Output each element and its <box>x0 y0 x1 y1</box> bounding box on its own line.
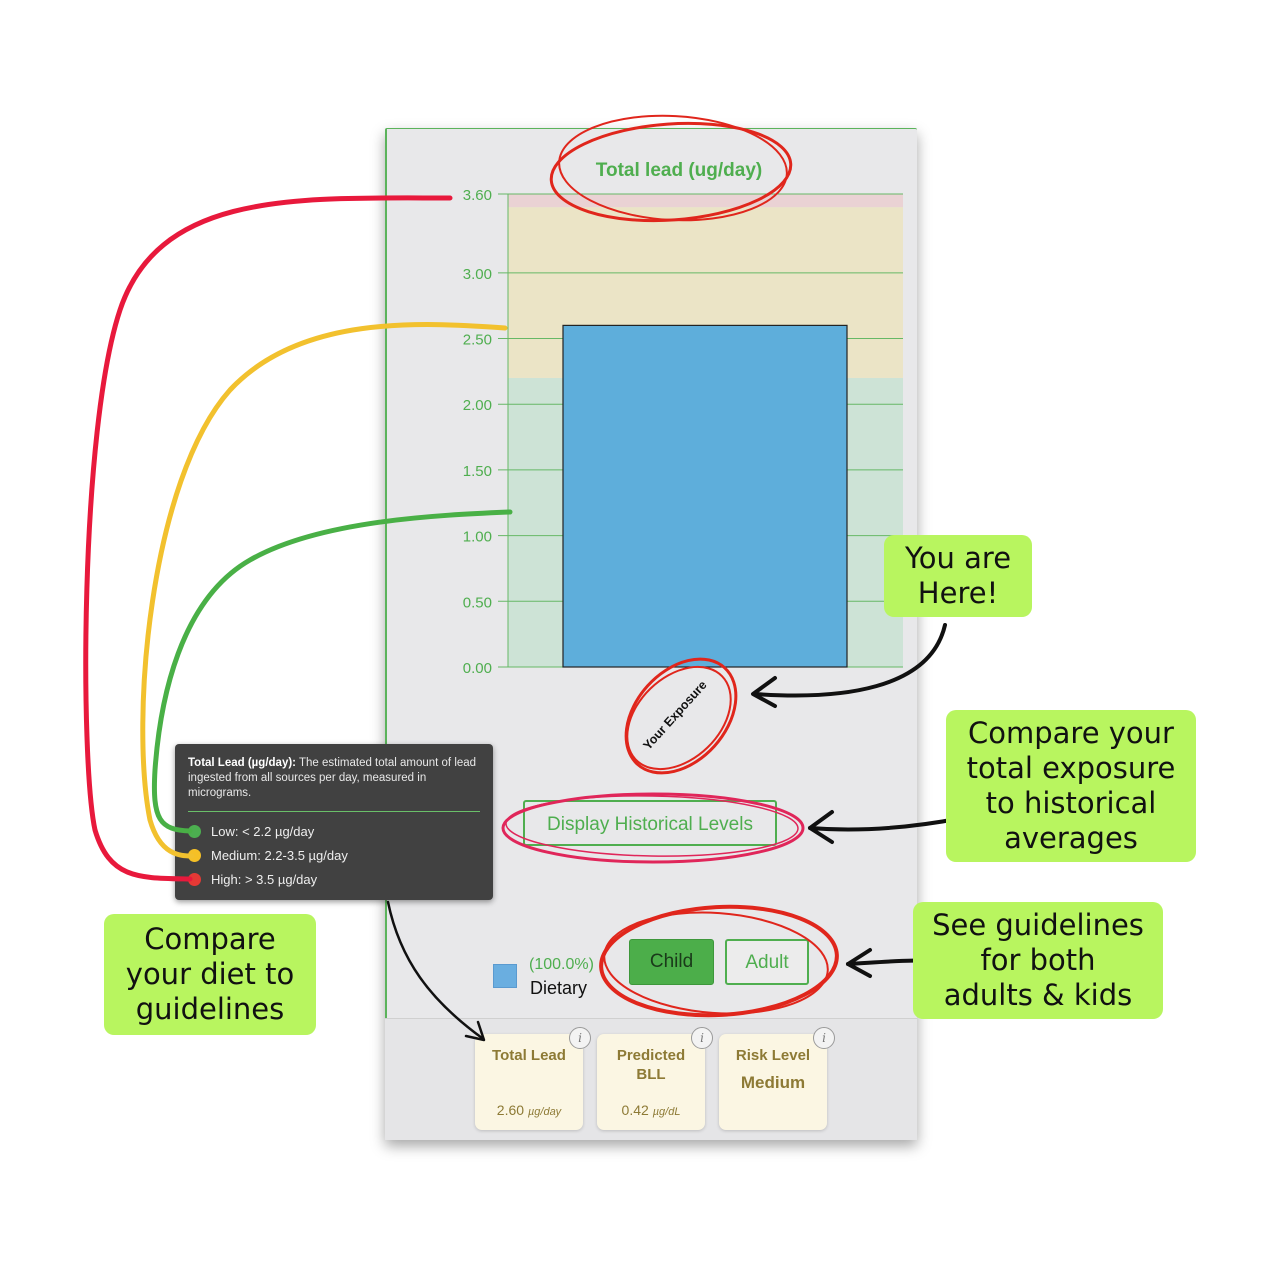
callout-you-are-here: You are Here! <box>884 535 1032 617</box>
y-tick-label: 3.60 <box>463 187 492 204</box>
tooltip-high-row: High: > 3.5 µg/day <box>188 872 317 887</box>
tooltip-low-text: Low: < 2.2 µg/day <box>211 824 315 839</box>
stat-card-risk-level[interactable]: Risk Level Medium i <box>719 1027 835 1130</box>
band-high <box>508 194 903 208</box>
tooltip-low-row: Low: < 2.2 µg/day <box>188 824 314 839</box>
child-toggle-button[interactable]: Child <box>629 939 714 985</box>
callout-line: Compare <box>144 922 276 956</box>
callout-line: averages <box>1004 821 1138 855</box>
callout-line: your diet to <box>125 957 295 991</box>
callout-see-guidelines: See guidelines for both adults & kids <box>913 902 1163 1019</box>
tooltip-description: Total Lead (µg/day): The estimated total… <box>188 756 478 801</box>
tooltip-divider <box>188 811 480 812</box>
callout-line: to historical <box>985 786 1157 820</box>
callout-line: See guidelines <box>932 908 1144 942</box>
stat-title-risk-level: Risk Level <box>735 1047 811 1064</box>
stat-value-predicted-bll: 0.42 µg/dL <box>597 1102 705 1118</box>
bll-number: 0.42 <box>621 1102 649 1118</box>
bar-your-exposure <box>562 324 848 668</box>
legend-swatch-dietary <box>493 964 517 988</box>
total-lead-number: 2.60 <box>496 1102 525 1118</box>
legend-label-dietary: Dietary <box>530 978 588 998</box>
bll-label: BLL <box>636 1066 666 1083</box>
predicted-label: Predicted <box>616 1047 686 1064</box>
stat-card-predicted-bll[interactable]: Predicted BLL 0.42 µg/dL i <box>597 1027 713 1130</box>
stat-title-predicted-bll: Predicted BLL <box>597 1046 705 1084</box>
red-dot-icon <box>188 873 201 886</box>
tooltip-term: Total Lead (µg/day): <box>188 757 296 769</box>
green-dot-icon <box>188 825 201 838</box>
callout-line: You are <box>904 541 1012 575</box>
yellow-dot-icon <box>188 849 201 862</box>
tooltip-medium-row: Medium: 2.2-3.5 µg/day <box>188 848 348 863</box>
y-tick-label: 0.00 <box>463 660 492 677</box>
stat-value-total-lead: 2.60 µg/day <box>475 1102 583 1118</box>
callout-line: total exposure <box>966 751 1176 785</box>
info-icon[interactable]: i <box>569 1027 591 1049</box>
y-tick-label: 2.50 <box>463 332 492 349</box>
total-lead-tooltip: Total Lead (µg/day): The estimated total… <box>175 744 493 900</box>
total-lead-unit: µg/day <box>527 1106 562 1118</box>
y-tick-label: 2.00 <box>463 397 492 414</box>
stat-title-total-lead: Total Lead <box>492 1047 566 1064</box>
callout-line: for both <box>980 943 1096 977</box>
callout-line: Here! <box>917 576 999 610</box>
tooltip-medium-text: Medium: 2.2-3.5 µg/day <box>211 848 348 863</box>
tooltip-high-text: High: > 3.5 µg/day <box>211 872 318 887</box>
adult-toggle-button[interactable]: Adult <box>725 939 809 985</box>
stat-value-risk-level: Medium <box>740 1073 806 1092</box>
info-icon[interactable]: i <box>813 1027 835 1049</box>
y-tick-label: 0.50 <box>463 594 492 611</box>
bll-unit: µg/dL <box>652 1106 681 1118</box>
callout-compare-historical: Compare your total exposure to historica… <box>946 710 1196 862</box>
callout-line: adults & kids <box>943 978 1133 1012</box>
callout-compare-diet: Compare your diet to guidelines <box>104 914 316 1035</box>
stat-card-total-lead[interactable]: Total Lead 2.60 µg/day i <box>475 1027 591 1130</box>
callout-line: Compare your <box>968 716 1174 750</box>
callout-line: guidelines <box>135 992 285 1026</box>
y-tick-label: 1.50 <box>463 463 492 480</box>
info-icon[interactable]: i <box>691 1027 713 1049</box>
display-historical-levels-button[interactable]: Display Historical Levels <box>523 800 777 846</box>
y-tick-label: 1.00 <box>463 529 492 546</box>
x-axis-category-label: Your Exposure <box>640 678 709 753</box>
chart-title: Total lead (ug/day) <box>596 160 762 181</box>
legend-percent: (100.0%) <box>529 956 594 973</box>
y-tick-label: 3.00 <box>463 266 492 283</box>
